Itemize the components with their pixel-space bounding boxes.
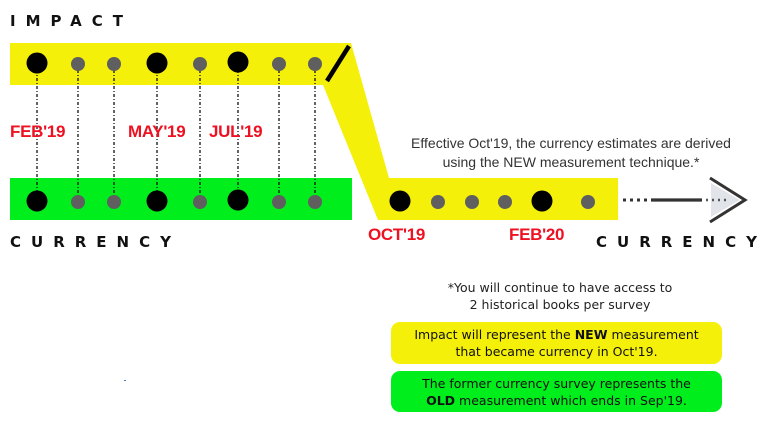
impact-legend-box: Impact will represent the NEW measuremen… bbox=[391, 322, 722, 364]
impact-band bbox=[10, 43, 618, 220]
footnote-line2: 2 historical books per survey bbox=[469, 297, 651, 312]
impact-dots bbox=[26, 51, 322, 74]
minor-dot bbox=[71, 57, 85, 71]
minor-dot bbox=[193, 57, 207, 71]
stray-mark bbox=[124, 380, 126, 381]
footnote-line1: *You will continue to have access to bbox=[447, 280, 673, 295]
minor-dot bbox=[498, 195, 512, 209]
currency-legend-line1: The former currency survey represents th… bbox=[422, 376, 691, 391]
minor-dot bbox=[193, 195, 207, 209]
currency-legend-line2: OLD measurement which ends in Sep'19. bbox=[426, 393, 687, 408]
minor-dot bbox=[465, 195, 479, 209]
impact-legend-line2: that became currency in Oct'19. bbox=[455, 344, 658, 359]
old-emphasis: OLD bbox=[426, 393, 456, 408]
date-label-jul19: JUL'19 bbox=[209, 122, 263, 141]
minor-dot bbox=[431, 195, 445, 209]
new-currency-dots bbox=[389, 190, 595, 212]
minor-dot bbox=[107, 57, 121, 71]
date-label-oct19: OCT'19 bbox=[368, 225, 426, 244]
major-dot bbox=[227, 51, 249, 73]
impact-legend-line1: Impact will represent the NEW measuremen… bbox=[414, 327, 699, 342]
break-slash-icon bbox=[325, 44, 351, 83]
minor-dot bbox=[71, 195, 85, 209]
minor-dot bbox=[308, 195, 322, 209]
effective-note-line1: Effective Oct'19, the currency estimates… bbox=[411, 135, 731, 151]
minor-dot bbox=[581, 195, 595, 209]
date-label-may19: MAY'19 bbox=[128, 122, 186, 141]
major-dot bbox=[146, 190, 168, 212]
continuation-arrow-icon bbox=[623, 176, 748, 224]
currency-legend-box: The former currency survey represents th… bbox=[391, 371, 722, 412]
effective-note: Effective Oct'19, the currency estimates… bbox=[390, 134, 752, 172]
currency-heading-left: CURRENCY bbox=[10, 233, 181, 251]
major-dot bbox=[227, 189, 249, 211]
new-emphasis: NEW bbox=[574, 327, 608, 342]
currency-heading-right: CURRENCY bbox=[596, 233, 767, 251]
footnote: *You will continue to have access to 2 h… bbox=[390, 279, 730, 313]
minor-dot bbox=[272, 57, 286, 71]
old-currency-band bbox=[10, 178, 352, 220]
major-dot bbox=[26, 52, 48, 74]
major-dot bbox=[389, 190, 411, 212]
minor-dot bbox=[308, 57, 322, 71]
minor-dot bbox=[272, 195, 286, 209]
connector-lines bbox=[36, 70, 316, 196]
date-label-feb19: FEB'19 bbox=[10, 122, 66, 141]
minor-dot bbox=[107, 195, 121, 209]
major-dot bbox=[531, 190, 553, 212]
impact-heading: IMPACT bbox=[10, 12, 133, 30]
date-label-feb20: FEB'20 bbox=[509, 225, 565, 244]
effective-note-line2: using the NEW measurement technique.* bbox=[442, 154, 700, 170]
old-currency-dots bbox=[26, 189, 322, 212]
major-dot bbox=[26, 190, 48, 212]
major-dot bbox=[146, 52, 168, 74]
